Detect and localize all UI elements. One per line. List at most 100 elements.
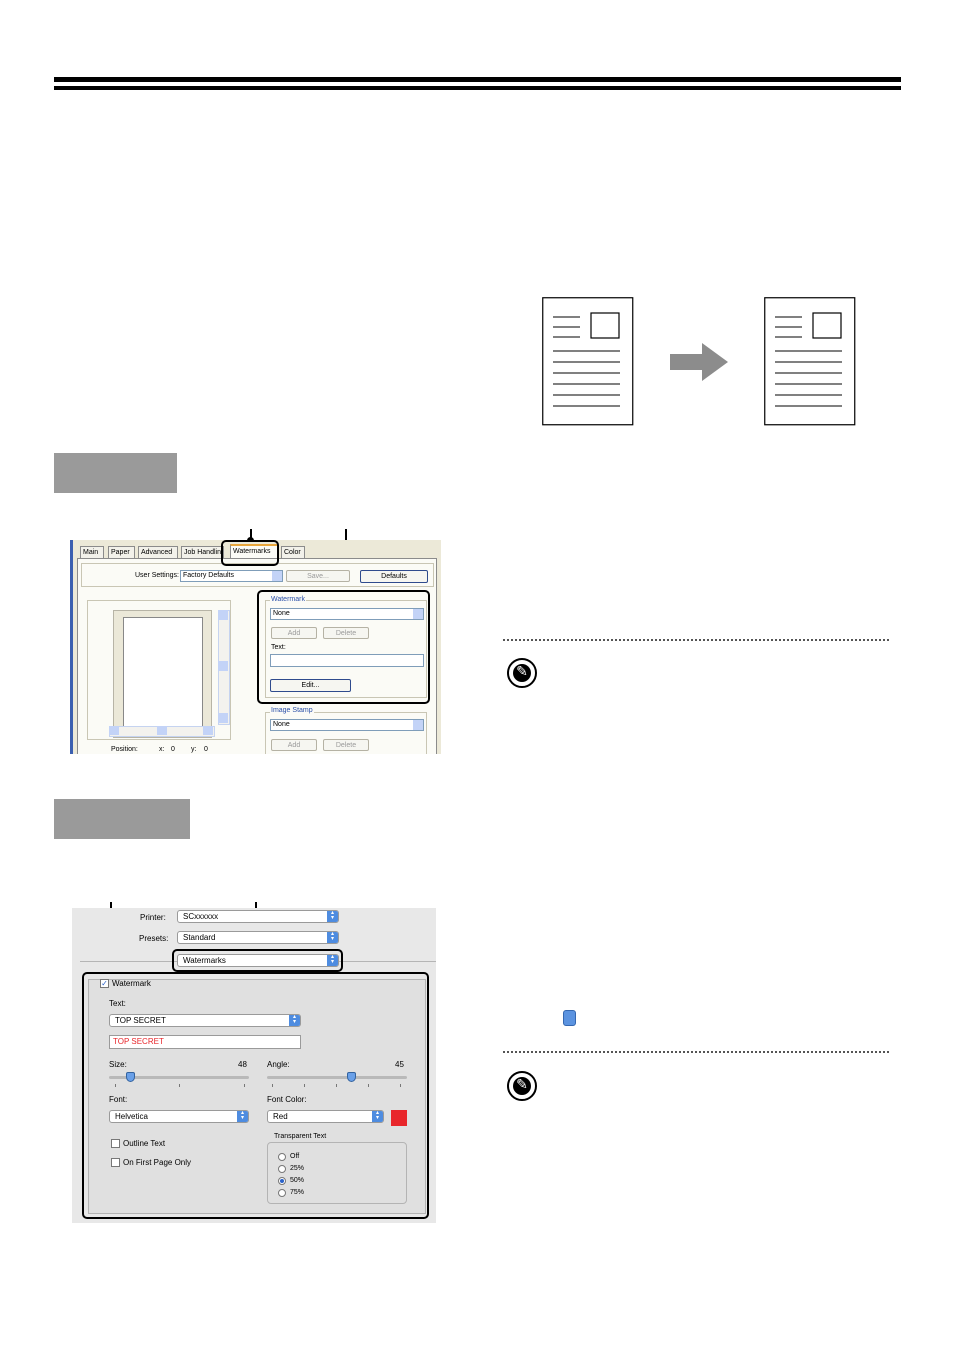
image-stamp-group — [265, 712, 427, 754]
scroll-thumb-horizontal[interactable] — [157, 726, 167, 735]
transparency-radio-off[interactable] — [278, 1153, 286, 1161]
transparency-label-50: 50% — [290, 1177, 305, 1184]
transparency-radio-75[interactable] — [278, 1189, 286, 1197]
font-color-swatch[interactable] — [391, 1110, 407, 1126]
font-label: Font: — [109, 1095, 128, 1104]
presets-value: Standard — [183, 933, 216, 942]
printer-popup[interactable]: SCxxxxxx ▴▾ — [177, 910, 339, 923]
presets-popup[interactable]: Standard ▴▾ — [177, 931, 339, 944]
pencil-icon: ✎ — [516, 663, 528, 679]
popup-button-icon: ▴▾ — [237, 1110, 248, 1122]
size-slider-thumb[interactable] — [126, 1072, 135, 1082]
scroll-left-button[interactable] — [109, 726, 119, 735]
preview-group — [87, 600, 231, 740]
transparency-label-75: 75% — [290, 1189, 305, 1196]
tab-main[interactable]: Main — [80, 546, 104, 558]
popup-button-icon: ▴▾ — [289, 1014, 300, 1026]
size-value: 48 — [238, 1060, 247, 1069]
user-settings-select[interactable]: Factory Defaults — [180, 570, 283, 582]
delete-button[interactable]: Delete — [323, 627, 369, 639]
watermark-text-value: TOP SECRET — [113, 1037, 164, 1046]
watermark-checkbox[interactable]: ✓ — [100, 979, 109, 988]
popup-button-icon: ▴▾ — [327, 910, 338, 922]
image-stamp-add-button[interactable]: Add — [271, 739, 317, 751]
printer-label: Printer: — [140, 913, 166, 922]
scroll-down-button[interactable] — [218, 713, 228, 723]
tab-job-handling[interactable]: Job Handlin — [181, 546, 224, 558]
watermark-select[interactable]: None — [270, 608, 424, 620]
watermark-group — [265, 600, 427, 698]
tab-advanced[interactable]: Advanced — [138, 546, 178, 558]
angle-slider[interactable] — [267, 1076, 407, 1079]
text-popup[interactable]: TOP SECRET ▴▾ — [109, 1014, 301, 1027]
top-rule-thick — [54, 77, 901, 82]
size-tick — [179, 1084, 180, 1087]
edit-button[interactable]: Edit... — [270, 679, 351, 692]
position-y-label: y: — [191, 746, 197, 753]
tab-paper[interactable]: Paper — [108, 546, 135, 558]
step-heading-mac — [54, 799, 190, 839]
panel-popup[interactable]: Watermarks ▴▾ — [177, 954, 339, 967]
defaults-button[interactable]: Defaults — [360, 570, 428, 583]
save-button[interactable]: Save... — [286, 570, 350, 582]
scroll-up-button[interactable] — [218, 610, 228, 620]
font-color-popup[interactable]: Red ▴▾ — [267, 1110, 384, 1123]
panel-value: Watermarks — [183, 956, 226, 965]
callout-box-watermark-group — [257, 590, 430, 704]
note-icon: ✎ — [507, 658, 537, 688]
font-value: Helvetica — [115, 1112, 148, 1121]
windows-printer-dialog: Main Paper Advanced Job Handlin Watermar… — [70, 540, 441, 754]
right-arrow-icon — [670, 343, 728, 381]
text-label: Text: — [271, 644, 286, 651]
callout-leader-1 — [250, 529, 252, 541]
position-x-value: 0 — [171, 746, 175, 753]
first-page-checkbox[interactable] — [111, 1158, 120, 1167]
note-divider-2 — [503, 1051, 889, 1053]
image-stamp-value: None — [273, 721, 290, 728]
angle-label: Angle: — [267, 1060, 290, 1069]
size-tick — [244, 1084, 245, 1087]
outline-text-label: Outline Text — [123, 1139, 166, 1148]
top-rule-thin — [54, 86, 901, 90]
preview-page — [123, 617, 203, 730]
size-slider[interactable] — [109, 1076, 249, 1079]
angle-tick — [336, 1084, 337, 1087]
font-popup[interactable]: Helvetica ▴▾ — [109, 1110, 249, 1123]
font-color-label: Font Color: — [267, 1095, 307, 1104]
tab-color[interactable]: Color — [281, 546, 305, 558]
transparency-radio-25[interactable] — [278, 1165, 286, 1173]
image-stamp-group-title: Image Stamp — [270, 707, 314, 714]
transparency-label-25: 25% — [290, 1165, 305, 1172]
chevron-down-icon — [413, 720, 423, 730]
scroll-right-button[interactable] — [203, 726, 213, 735]
watermark-group-title: Watermark — [270, 596, 306, 603]
printer-value: SCxxxxxx — [183, 912, 219, 921]
pencil-icon: ✎ — [516, 1076, 528, 1092]
scroll-thumb-vertical[interactable] — [218, 661, 228, 671]
angle-value: 45 — [395, 1060, 404, 1069]
image-stamp-select[interactable]: None — [270, 719, 424, 731]
user-settings-value: Factory Defaults — [183, 572, 234, 579]
popup-button-icon: ▴▾ — [327, 931, 338, 943]
mac-print-dialog: Printer: SCxxxxxx ▴▾ Presets: Standard ▴… — [72, 908, 436, 1223]
transparent-text-title: Transparent Text — [274, 1133, 327, 1140]
add-button[interactable]: Add — [271, 627, 317, 639]
angle-slider-thumb[interactable] — [347, 1072, 356, 1082]
outline-text-checkbox[interactable] — [111, 1139, 120, 1148]
transparency-label-off: Off — [290, 1153, 300, 1160]
note-icon: ✎ — [507, 1071, 537, 1101]
popup-button-icon: ▴▾ — [372, 1110, 383, 1122]
transparency-radio-50[interactable] — [278, 1177, 286, 1185]
image-stamp-delete-button[interactable]: Delete — [323, 739, 369, 751]
position-label: Position: — [111, 746, 138, 753]
size-label: Size: — [109, 1060, 127, 1069]
font-color-value: Red — [273, 1112, 288, 1121]
watermark-checkbox-label: Watermark — [112, 979, 151, 988]
chevron-down-icon — [272, 571, 282, 581]
size-tick — [115, 1084, 116, 1087]
angle-tick — [304, 1084, 305, 1087]
callout-box-watermarks-tab — [221, 540, 279, 566]
first-page-label: On First Page Only — [123, 1158, 192, 1167]
watermark-text-input[interactable] — [270, 654, 424, 667]
watermark-text-field[interactable]: TOP SECRET — [109, 1035, 301, 1049]
